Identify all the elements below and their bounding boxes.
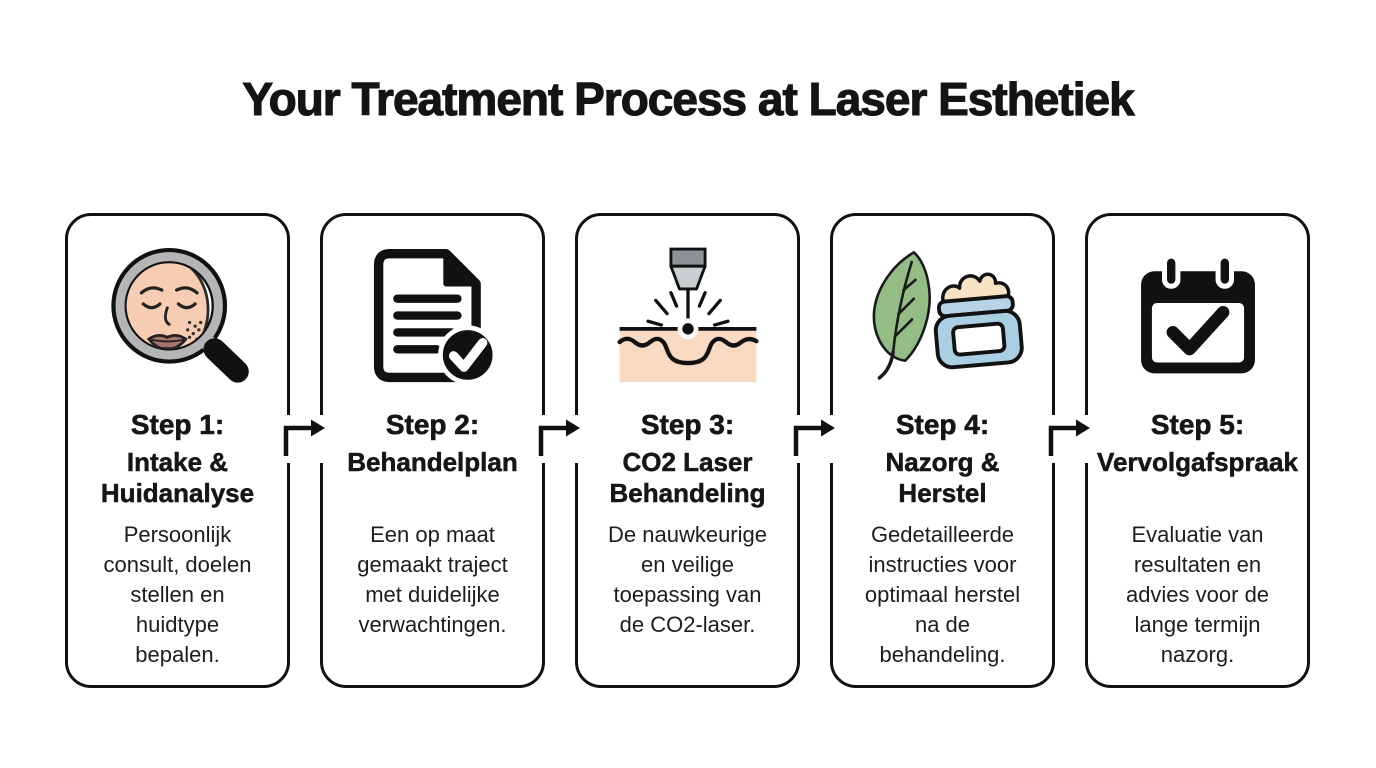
step-label: Step 3: bbox=[640, 409, 735, 441]
step-description: De nauwkeurige en veilige toepassing van… bbox=[608, 522, 767, 637]
step-description: Evaluatie van resultaten en advies voor … bbox=[1125, 522, 1270, 667]
step-card-3: Step 3: CO2 Laser Behandeling De nauwkeu… bbox=[575, 213, 800, 688]
face-magnifier-icon bbox=[68, 228, 287, 404]
step-card-4: Step 4: Nazorg & Herstel Gedetailleerde … bbox=[830, 213, 1055, 688]
step-description: Gedetailleerde instructies voor optimaal… bbox=[864, 522, 1021, 667]
laser-skin-icon bbox=[578, 228, 797, 404]
step-title: Nazorg & Herstel bbox=[885, 447, 1000, 509]
flow-arrow-icon-4 bbox=[1046, 415, 1094, 463]
step-title: Vervolgafspraak bbox=[1097, 447, 1298, 478]
step-title: Intake & Huidanalyse bbox=[100, 447, 255, 509]
step-card-2: Step 2: Behandelplan Een op maat gemaakt… bbox=[320, 213, 545, 688]
step-description: Persoonlijk consult, doelen stellen en h… bbox=[103, 522, 252, 667]
calendar-check-icon bbox=[1088, 228, 1307, 404]
step-label: Step 1: bbox=[130, 409, 225, 441]
step-card-1: Step 1: Intake & Huidanalyse Persoonlijk… bbox=[65, 213, 290, 688]
step-label: Step 4: bbox=[895, 409, 990, 441]
flow-arrow-icon-1 bbox=[281, 415, 329, 463]
step-description: Een op maat gemaakt traject met duidelij… bbox=[357, 522, 508, 637]
step-title: Behandelplan bbox=[347, 447, 518, 478]
document-check-icon bbox=[323, 228, 542, 404]
process-steps-row: Step 1: Intake & Huidanalyse Persoonlijk… bbox=[65, 213, 1311, 688]
step-card-5: Step 5: Vervolgafspraak Evaluatie van re… bbox=[1085, 213, 1310, 688]
flow-arrow-icon-3 bbox=[791, 415, 839, 463]
step-label: Step 5: bbox=[1150, 409, 1245, 441]
page-title: Your Treatment Process at Laser Esthetie… bbox=[242, 72, 1135, 125]
step-title: CO2 Laser Behandeling bbox=[609, 447, 766, 509]
leaf-cream-jar-icon bbox=[833, 228, 1052, 404]
step-label: Step 2: bbox=[385, 409, 480, 441]
flow-arrow-icon-2 bbox=[536, 415, 584, 463]
